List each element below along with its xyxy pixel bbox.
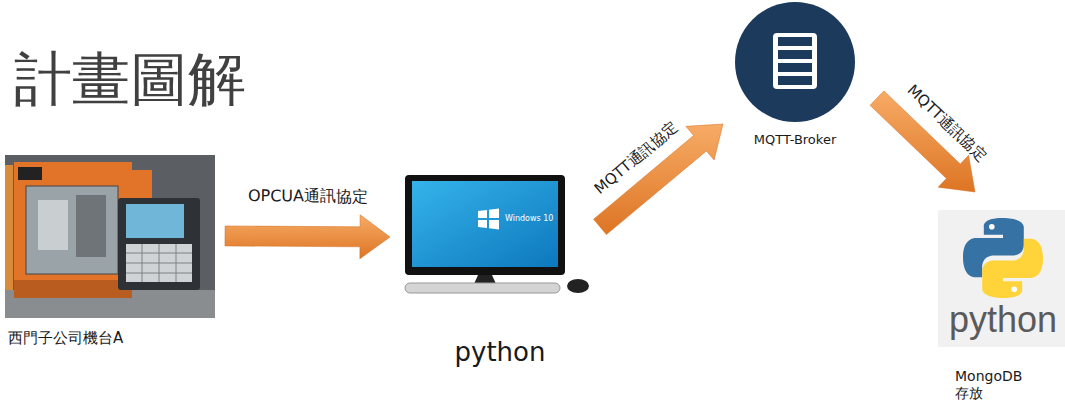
python-logo [938,210,1065,347]
windows-logo [478,220,487,228]
database-node: pythonMongoDB 存放 [938,210,1065,410]
broker-circle [735,2,855,122]
windows-logo [478,210,487,218]
block-arrow [225,215,390,259]
windows-logo [489,220,499,230]
computer-node: Windows 10 python [400,172,595,370]
python-yellow-snake [982,239,1043,298]
monitor-screen [412,181,558,267]
server-outline [773,33,817,89]
node-label: MQTT-Broker [754,132,836,148]
machine-window [26,186,118,274]
machine-node: 西門子公司機台A [5,155,217,350]
node-label: python [455,337,546,368]
control-panel [118,198,200,290]
machine-frame [14,162,132,297]
node-label: Windows 10 [505,214,553,224]
snake-eye [989,224,995,230]
machine-base [14,280,132,298]
python-yellow-body [982,239,1043,298]
control-keys [126,244,192,282]
python-snakes [963,218,1043,298]
key-grid [126,244,192,282]
diagram-title: 計畫圖解 [14,50,246,108]
server-row [778,76,812,85]
server-row [778,37,812,46]
server-row [778,63,812,72]
logo-background [938,210,1065,347]
protocol-label: OPCUA通訊協定 [248,186,368,206]
computer-illustration [405,175,589,293]
snake-eye [1011,286,1017,292]
machine-part [76,195,106,257]
spindle [38,200,68,250]
broker-icon [735,2,855,122]
machine-illustration [5,155,215,318]
node-label: MongoDB 存放 [955,368,1029,402]
server-row [778,50,812,59]
windows-logo [489,209,499,219]
broker-node: MQTT-Broker [735,2,855,157]
protocol-label: MQTT通訊協定 [591,118,681,198]
node-label: python [949,298,1057,341]
mouse [567,279,589,293]
protocol-label: MQTT通訊協定 [903,81,990,165]
photo-background [5,155,215,318]
keyboard [405,283,560,293]
machine-logo [18,167,42,180]
monitor-bezel [405,175,565,275]
control-screen [126,204,184,238]
side-post [5,165,13,290]
node-label: 西門子公司機台A [8,329,123,347]
